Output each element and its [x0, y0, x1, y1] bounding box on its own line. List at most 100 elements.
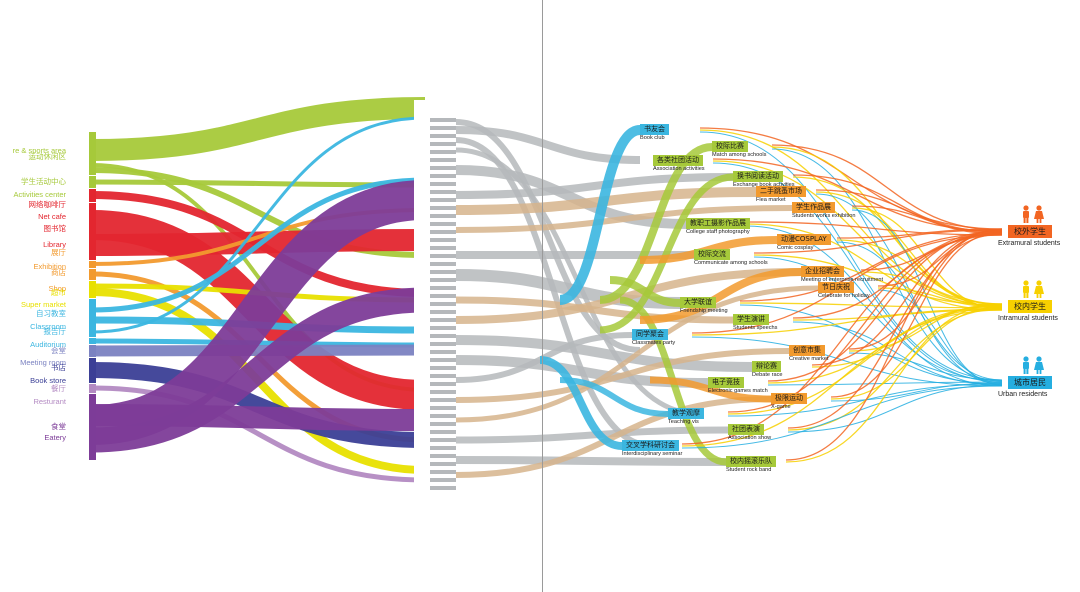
mid-stub — [430, 374, 456, 378]
activity-sublabel-creative: Creative market — [789, 356, 829, 362]
mid-stub — [430, 230, 456, 234]
mid-stub — [430, 326, 456, 330]
mid-stub — [430, 318, 456, 322]
flow-right-book_club-urban — [699, 131, 1003, 381]
mid-stub — [430, 254, 456, 258]
flow-mid-19 — [455, 396, 772, 478]
flow-right-communicate-extramural — [753, 229, 1003, 254]
mid-stub — [430, 334, 456, 338]
flow-right-book_club-intramural — [699, 129, 1003, 305]
source-label-library-zh: 图书馆 — [43, 224, 67, 233]
mid-stub — [430, 478, 456, 482]
flow-mid-5 — [455, 173, 734, 199]
mid-stub — [430, 422, 456, 426]
source-label-shop-zh: 商店 — [51, 268, 66, 277]
mid-stub — [430, 486, 456, 490]
target-sublabel-urban: Urban residents — [998, 391, 1048, 398]
mid-stub — [430, 414, 456, 418]
source-bar-eatery — [89, 394, 96, 460]
mid-stub — [430, 262, 456, 266]
mid-stub — [430, 246, 456, 250]
activity-node-teaching: 教学观摩 — [668, 408, 704, 419]
flow-right-rockband-intramural — [785, 303, 1003, 463]
source-label-bookstore-zh: 书店 — [51, 363, 66, 372]
flow-right-assoc_show-intramural — [787, 308, 1003, 431]
mid-stub — [430, 382, 456, 386]
mid-stub — [430, 270, 456, 274]
flow-mid-16 — [455, 285, 819, 423]
node-bars — [89, 100, 456, 490]
mid-stub — [430, 406, 456, 410]
source-label-sports-zh: 运动休闲区 — [28, 152, 67, 161]
flow-left-19 — [91, 287, 426, 453]
source-label-activity-zh: 学生活动中心 — [21, 177, 66, 186]
flow-cyan-3 — [559, 377, 669, 417]
flow-orange-3 — [649, 376, 772, 403]
source-bar-restaurant — [89, 384, 96, 393]
target-box-extramural: 校外学生 — [1008, 225, 1052, 238]
activity-sublabel-match: Match among schools — [712, 152, 767, 158]
flow-mid-18 — [455, 456, 727, 466]
activity-sublabel-staff_photo: College staff photography — [686, 229, 750, 235]
activity-node-speech: 学生演讲 — [733, 314, 769, 325]
flow-left-11 — [91, 177, 426, 313]
flow-left-20 — [91, 404, 426, 431]
target-box-urban: 城市居民 — [1008, 376, 1052, 389]
center-divider — [542, 0, 543, 592]
activity-sublabel-flea: Flea market — [756, 197, 786, 203]
mid-stub — [430, 174, 456, 178]
mid-stub — [430, 446, 456, 450]
mid-stub — [430, 126, 456, 130]
people-icon — [1023, 205, 1044, 223]
activity-sublabel-alumni: Classmates party — [632, 340, 676, 346]
flow-right-alumni-intramural — [691, 309, 1003, 336]
activity-sublabel-communicate: Communicate among schools — [694, 260, 768, 266]
flow-right-cosplay-intramural — [836, 239, 1003, 305]
mid-stub — [430, 430, 456, 434]
flow-right-friendship-intramural — [739, 302, 1003, 309]
flow-right-book_club-extramural — [699, 127, 1003, 230]
mid-stub — [430, 118, 456, 122]
mid-stub — [430, 358, 456, 362]
flow-right-communicate-urban — [753, 256, 1003, 382]
source-label-restaurant-en: Resturant — [33, 397, 66, 406]
activity-sublabel-xgame: X-game — [771, 404, 791, 410]
source-bar-bookstore — [89, 358, 96, 383]
flow-green-1 — [599, 143, 713, 304]
flow-green-2 — [599, 173, 734, 334]
target-sublabel-extramural: Extramural students — [998, 240, 1061, 247]
mid-stub — [430, 310, 456, 314]
source-bar-library — [89, 203, 96, 260]
source-bar-supermarket — [89, 281, 96, 298]
flow-mid-4 — [455, 165, 687, 229]
mid-stub — [430, 190, 456, 194]
mid-stub — [430, 206, 456, 210]
activity-sublabel-book_club: Book club — [640, 135, 665, 141]
mid-stub — [430, 390, 456, 394]
flow-mid-12 — [455, 335, 753, 372]
source-bar-activity — [89, 176, 96, 188]
activity-sublabel-debate: Debate race — [752, 372, 783, 378]
flow-mid-15 — [455, 348, 790, 403]
source-label-meeting-en: Meeting room — [20, 358, 66, 367]
flow-orange-2 — [639, 268, 802, 324]
flow-mid-11 — [455, 268, 802, 324]
source-bar-meeting — [89, 345, 96, 357]
person-male-icon — [1023, 280, 1029, 298]
activity-sublabel-assoc_show: Association show — [728, 435, 772, 441]
flow-left-15 — [91, 344, 426, 357]
mid-stub — [430, 158, 456, 162]
person-male-icon — [1023, 356, 1029, 374]
source-label-activity-en: Activities center — [13, 190, 66, 199]
mid-stub — [430, 214, 456, 218]
activity-node-assoc_show: 社团表演 — [728, 424, 764, 435]
flow-right-cosplay-extramural — [836, 228, 1003, 239]
flow-left-16 — [91, 362, 426, 448]
flow-green-3 — [609, 276, 681, 307]
mid-stub — [430, 438, 456, 442]
activity-node-communicate: 校际交流 — [694, 249, 730, 260]
source-bar-netcafe — [89, 189, 96, 202]
source-label-classroom-en: Classroom — [30, 322, 66, 331]
flow-left-0 — [91, 97, 426, 161]
